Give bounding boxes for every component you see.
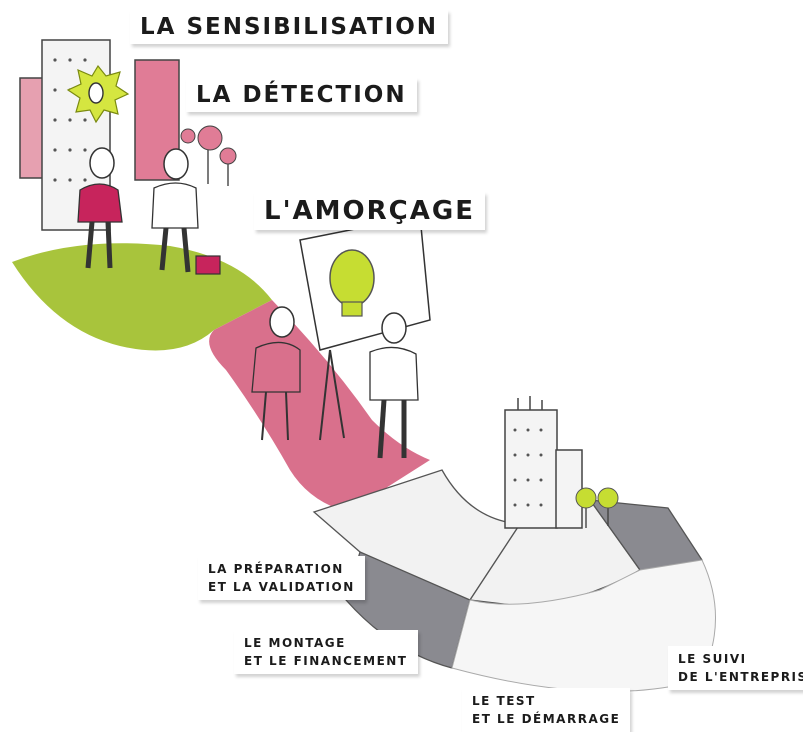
stage-label-line: DE L'ENTREPRISE [678,670,803,684]
lightbulb-idea-icon [329,249,375,317]
figure-advisor-presenting [369,312,419,459]
stage-label-line: LE SUIVI [678,652,747,666]
stage-label-test: LE TEST ET LE DÉMARRAGE [462,688,631,732]
stage-label-line: ET LE DÉMARRAGE [472,712,621,726]
balloon-trees [180,125,237,186]
stage-label-montage: LE MONTAGE ET LE FINANCEMENT [234,630,418,674]
stage-label-line: ET LE FINANCEMENT [244,654,408,668]
stage-label-preparation: LA PRÉPARATION ET LA VALIDATION [198,556,365,600]
city-buildings-right [504,396,619,529]
stage-label-amorcage: L'AMORÇAGE [254,192,485,230]
stage-label-line: LA PRÉPARATION [208,562,344,576]
lightbulb-burst-icon [66,64,130,124]
curved-road [312,469,716,692]
figure-entrepreneur-handshake [77,147,123,269]
stage-label-line: LE MONTAGE [244,636,346,650]
stage-label-sensibilisation: LA SENSIBILISATION [130,10,449,44]
figure-advisor-handshake [151,148,221,275]
stage-label-suivi: LE SUIVI DE L'ENTREPRISE [668,646,803,690]
stage-label-line: LE TEST [472,694,536,708]
stage-label-detection: LA DÉTECTION [186,78,417,112]
figure-entrepreneur-presenting [251,306,301,441]
stage-label-line: ET LA VALIDATION [208,580,355,594]
